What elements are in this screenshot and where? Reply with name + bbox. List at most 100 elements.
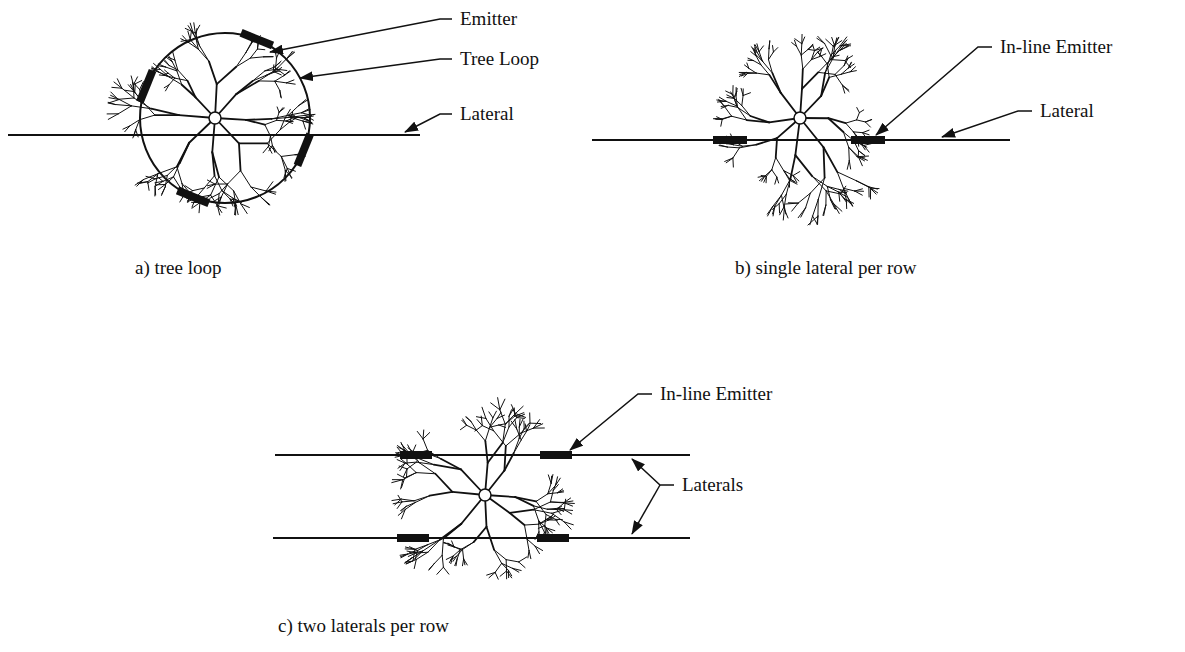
branch-stroke <box>173 52 175 60</box>
branch-stroke <box>817 200 818 217</box>
branch-stroke <box>453 556 456 561</box>
branch-stroke <box>493 411 497 418</box>
branch-stroke <box>507 571 512 578</box>
lateral-pipe <box>275 454 690 456</box>
inline-emitter <box>400 451 432 459</box>
branch-stroke <box>423 433 430 439</box>
branch-stroke <box>839 189 846 194</box>
branch-stroke <box>222 191 233 199</box>
branch-stroke <box>280 90 282 97</box>
branch-stroke <box>529 413 530 423</box>
branch-stroke <box>717 117 723 120</box>
branch-stroke <box>275 81 280 90</box>
branch-stroke <box>515 497 533 506</box>
branch-stroke <box>719 146 727 147</box>
branch-stroke <box>460 425 466 429</box>
branch-stroke <box>557 491 563 493</box>
branch-stroke <box>515 419 517 428</box>
branch-stroke <box>825 191 826 205</box>
branch-stroke <box>550 501 563 503</box>
branch-stroke <box>111 95 120 99</box>
branch-stroke <box>416 462 433 465</box>
branch-stroke <box>133 85 134 98</box>
branch-stroke <box>164 85 169 88</box>
branch-stroke <box>772 204 779 210</box>
branch-stroke <box>441 459 461 470</box>
branch-stroke <box>172 62 177 71</box>
branch-stroke <box>848 147 850 160</box>
tree-trunk <box>479 489 491 501</box>
branch-stroke <box>775 177 777 184</box>
branch-stroke <box>529 551 531 559</box>
branch-stroke <box>720 145 728 147</box>
branch-stroke <box>721 119 722 126</box>
branch-stroke <box>246 42 253 53</box>
branch-stroke <box>154 186 155 196</box>
loop-emitter <box>136 69 156 104</box>
part-label: In-line Emitter <box>1000 36 1112 58</box>
branch-stroke <box>177 71 182 85</box>
branch-stroke <box>808 49 814 51</box>
branch-stroke <box>746 72 756 74</box>
branch-stroke <box>284 71 290 76</box>
branch-stroke <box>108 114 118 120</box>
branch-stroke <box>795 39 802 44</box>
branch-stroke <box>510 513 525 525</box>
branch-stroke <box>777 177 779 183</box>
branch-stroke <box>158 184 165 189</box>
branch-stroke <box>158 66 166 67</box>
inline-emitter <box>851 136 885 144</box>
panel-caption: c) two laterals per row <box>278 615 449 637</box>
branch-stroke <box>219 177 234 191</box>
branch-stroke <box>250 57 263 58</box>
branch-stroke <box>211 177 219 195</box>
branch-stroke <box>818 72 835 74</box>
branch-stroke <box>524 524 538 526</box>
branch-stroke <box>759 46 763 52</box>
branch-stroke <box>748 58 754 60</box>
branch-stroke <box>824 205 826 215</box>
branch-stroke <box>524 525 527 539</box>
branch-stroke <box>405 502 415 509</box>
branch-stroke <box>786 203 799 205</box>
branch-stroke <box>735 88 736 96</box>
branch-stroke <box>503 427 509 443</box>
branch-stroke <box>286 52 294 59</box>
branch-stroke <box>193 188 205 191</box>
branch-stroke <box>463 542 474 549</box>
branch-stroke <box>131 76 133 85</box>
branch-stroke <box>241 171 251 187</box>
branch-stroke <box>414 559 416 568</box>
branch-stroke <box>792 203 798 211</box>
branch-stroke <box>524 423 529 428</box>
branch-stroke <box>533 420 539 429</box>
branch-stroke <box>766 170 771 177</box>
part-label: Emitter <box>460 8 517 30</box>
branch-stroke <box>498 398 500 410</box>
branch-stroke <box>118 98 134 99</box>
branch-stroke <box>452 541 454 547</box>
branch-stroke <box>818 52 822 57</box>
branch-stroke <box>423 439 428 450</box>
branch-stroke <box>303 121 306 129</box>
branch-stroke <box>801 208 806 217</box>
branch-stroke <box>264 56 273 57</box>
branch-stroke <box>781 179 790 195</box>
branch-stroke <box>267 143 281 156</box>
branch-stroke <box>857 108 860 113</box>
branch-stroke <box>443 567 448 574</box>
branch-stroke <box>768 206 773 216</box>
branch-stroke <box>495 563 502 572</box>
branch-stroke <box>769 41 771 49</box>
branch-stroke <box>500 571 506 576</box>
branch-stroke <box>859 151 865 156</box>
branch-stroke <box>485 427 489 441</box>
branch-stroke <box>508 416 509 427</box>
branch-stroke <box>530 423 541 424</box>
branch-stroke <box>801 49 808 55</box>
branch-stroke <box>772 73 780 92</box>
branch-stroke <box>140 115 155 120</box>
branch-stroke <box>462 559 463 566</box>
branch-stroke <box>401 480 403 489</box>
